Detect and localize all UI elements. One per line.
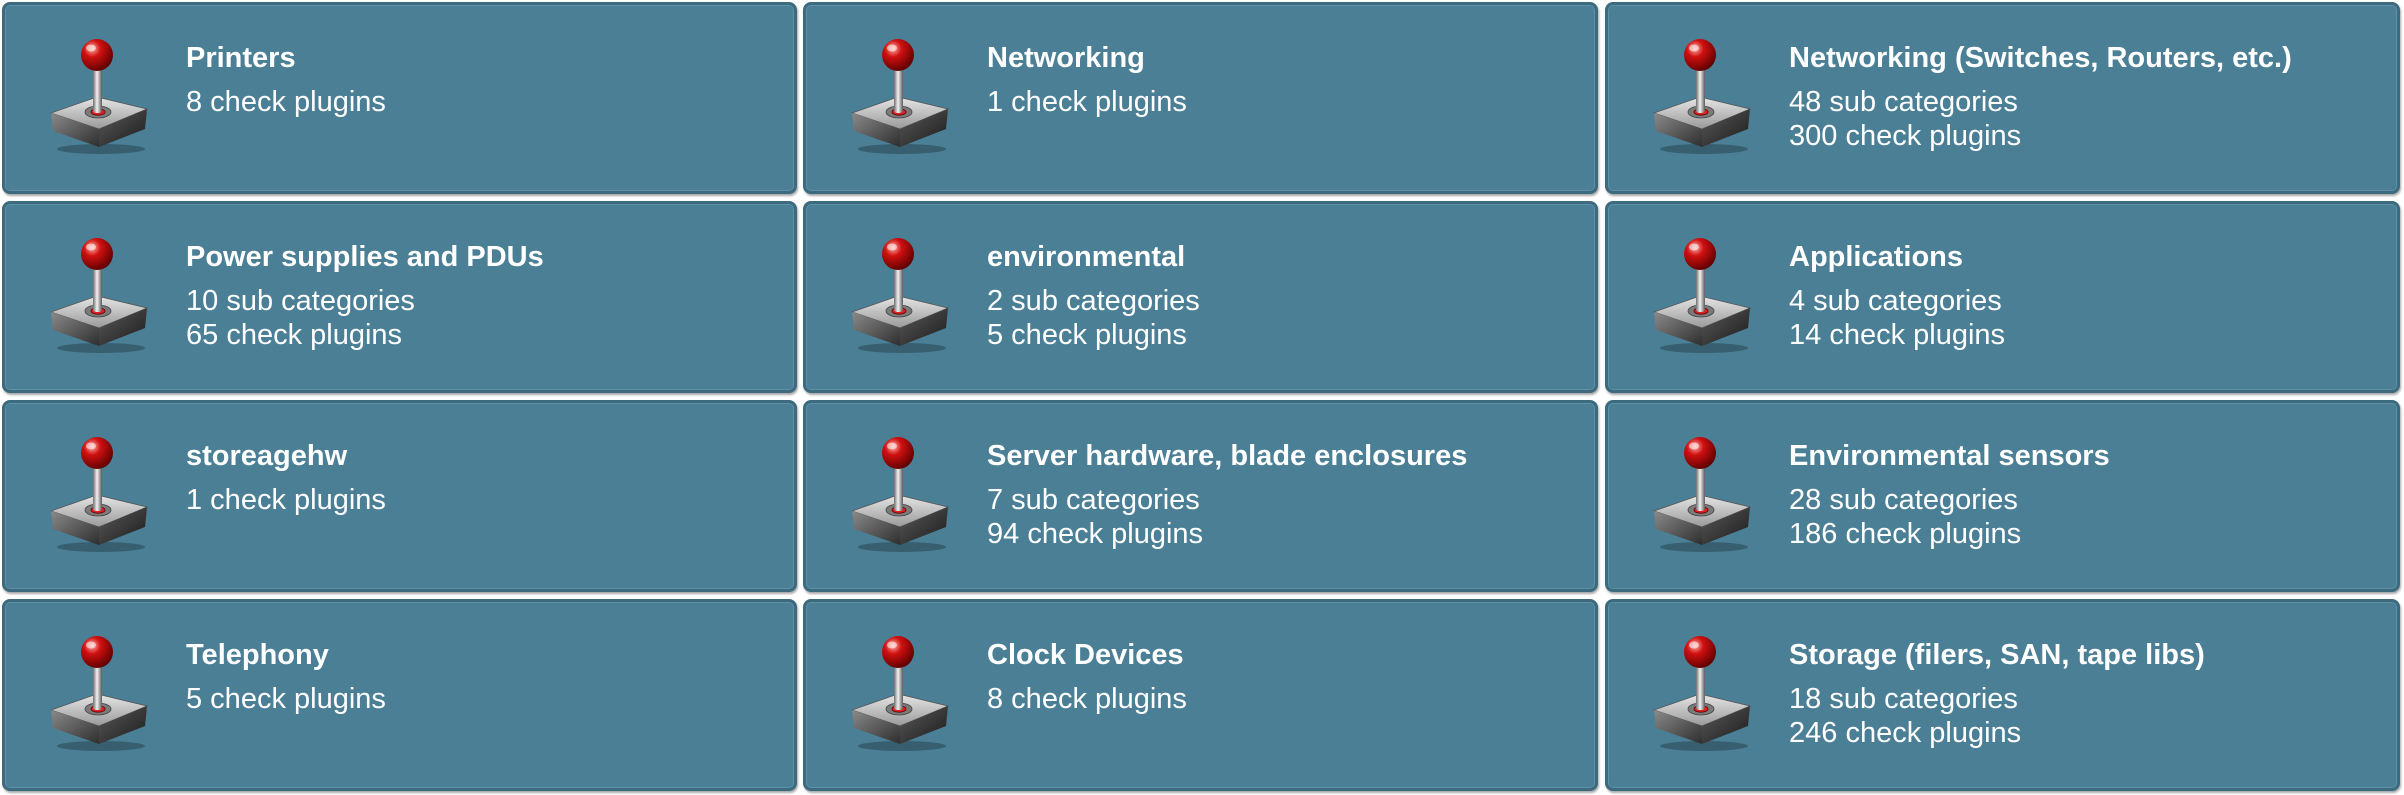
tile-check-plugins: 186 check plugins bbox=[1789, 518, 2022, 550]
category-tile-networking[interactable]: Networking 1 check plugins bbox=[803, 2, 1598, 194]
tile-text: Networking 1 check plugins bbox=[987, 41, 1579, 119]
tile-check-plugins: 1 check plugins bbox=[186, 484, 386, 516]
joystick-icon bbox=[848, 37, 952, 155]
category-tile-applications[interactable]: Applications 4 sub categories 14 check p… bbox=[1605, 201, 2400, 393]
tile-title: Power supplies and PDUs bbox=[186, 241, 544, 273]
tile-text: environmental 2 sub categories 5 check p… bbox=[987, 240, 1579, 352]
category-tile-server-hardware[interactable]: Server hardware, blade enclosures 7 sub … bbox=[803, 400, 1598, 592]
joystick-icon bbox=[47, 236, 151, 354]
tile-sub-categories: 4 sub categories bbox=[1789, 285, 2002, 317]
tile-check-plugins: 300 check plugins bbox=[1789, 120, 2022, 152]
tile-title: Clock Devices bbox=[987, 639, 1184, 671]
category-tile-telephony[interactable]: Telephony 5 check plugins bbox=[2, 599, 797, 791]
tile-check-plugins: 5 check plugins bbox=[186, 683, 386, 715]
tile-check-plugins: 14 check plugins bbox=[1789, 319, 2006, 351]
tile-title: Applications bbox=[1789, 241, 1964, 273]
joystick-icon bbox=[848, 435, 952, 553]
joystick-icon bbox=[848, 634, 952, 752]
tile-text: Applications 4 sub categories 14 check p… bbox=[1789, 240, 2381, 352]
tile-sub-categories: 18 sub categories bbox=[1789, 683, 2018, 715]
joystick-icon bbox=[47, 634, 151, 752]
joystick-icon bbox=[1650, 37, 1754, 155]
tile-text: Networking (Switches, Routers, etc.) 48 … bbox=[1789, 41, 2381, 153]
tile-text: Server hardware, blade enclosures 7 sub … bbox=[987, 439, 1579, 551]
tile-title: Telephony bbox=[186, 639, 329, 671]
category-tile-clock-devices[interactable]: Clock Devices 8 check plugins bbox=[803, 599, 1598, 791]
tile-text: Storage (filers, SAN, tape libs) 18 sub … bbox=[1789, 638, 2381, 750]
tile-text: Power supplies and PDUs 10 sub categorie… bbox=[186, 240, 778, 352]
category-tile-storeagehw[interactable]: storeagehw 1 check plugins bbox=[2, 400, 797, 592]
category-tile-networking-switches-routers[interactable]: Networking (Switches, Routers, etc.) 48 … bbox=[1605, 2, 2400, 194]
tile-title: Server hardware, blade enclosures bbox=[987, 440, 1468, 472]
tile-text: Printers 8 check plugins bbox=[186, 41, 778, 119]
tile-sub-categories: 2 sub categories bbox=[987, 285, 1200, 317]
joystick-icon bbox=[1650, 236, 1754, 354]
tile-title: Storage (filers, SAN, tape libs) bbox=[1789, 639, 2205, 671]
tile-check-plugins: 8 check plugins bbox=[987, 683, 1187, 715]
category-tile-power-supplies[interactable]: Power supplies and PDUs 10 sub categorie… bbox=[2, 201, 797, 393]
tile-check-plugins: 94 check plugins bbox=[987, 518, 1204, 550]
tile-sub-categories: 10 sub categories bbox=[186, 285, 415, 317]
tile-check-plugins: 8 check plugins bbox=[186, 86, 386, 118]
tile-check-plugins: 65 check plugins bbox=[186, 319, 403, 351]
joystick-icon bbox=[47, 37, 151, 155]
tile-title: Printers bbox=[186, 42, 296, 74]
tile-text: Environmental sensors 28 sub categories … bbox=[1789, 439, 2381, 551]
tile-text: Clock Devices 8 check plugins bbox=[987, 638, 1579, 716]
tile-sub-categories: 7 sub categories bbox=[987, 484, 1200, 516]
tile-title: storeagehw bbox=[186, 440, 348, 472]
tile-title: Environmental sensors bbox=[1789, 440, 2110, 472]
category-tile-environmental[interactable]: environmental 2 sub categories 5 check p… bbox=[803, 201, 1598, 393]
tile-check-plugins: 246 check plugins bbox=[1789, 717, 2022, 749]
tile-check-plugins: 1 check plugins bbox=[987, 86, 1187, 118]
category-tile-environmental-sensors[interactable]: Environmental sensors 28 sub categories … bbox=[1605, 400, 2400, 592]
joystick-icon bbox=[1650, 435, 1754, 553]
tile-text: Telephony 5 check plugins bbox=[186, 638, 778, 716]
category-tile-storage[interactable]: Storage (filers, SAN, tape libs) 18 sub … bbox=[1605, 599, 2400, 791]
tile-title: Networking bbox=[987, 42, 1145, 74]
joystick-icon bbox=[1650, 634, 1754, 752]
tile-sub-categories: 48 sub categories bbox=[1789, 86, 2018, 118]
category-tile-printers[interactable]: Printers 8 check plugins bbox=[2, 2, 797, 194]
tile-sub-categories: 28 sub categories bbox=[1789, 484, 2018, 516]
tile-text: storeagehw 1 check plugins bbox=[186, 439, 778, 517]
tile-title: environmental bbox=[987, 241, 1186, 273]
joystick-icon bbox=[848, 236, 952, 354]
joystick-icon bbox=[47, 435, 151, 553]
tile-title: Networking (Switches, Routers, etc.) bbox=[1789, 42, 2292, 74]
tile-check-plugins: 5 check plugins bbox=[987, 319, 1187, 351]
